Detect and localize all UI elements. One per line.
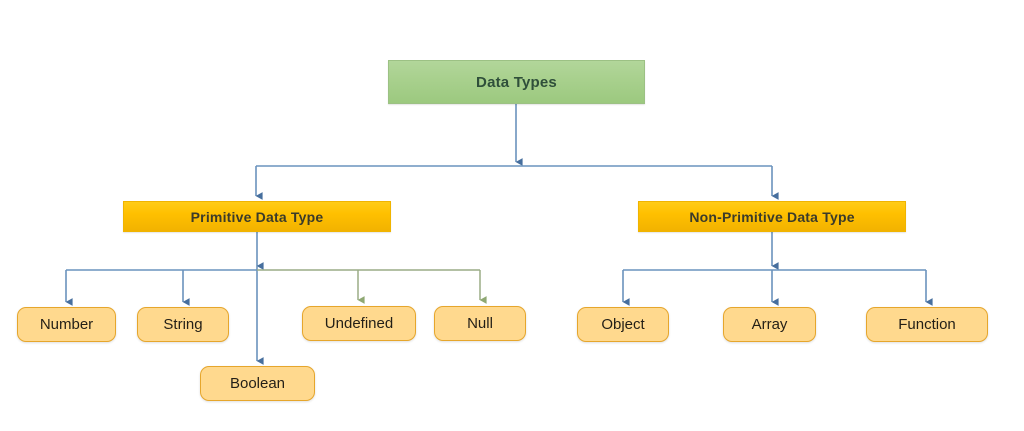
node-label: Object (601, 316, 645, 333)
node-label: Non-Primitive Data Type (689, 208, 855, 225)
node-label: Undefined (324, 315, 394, 332)
node-data-types[interactable]: Data Types (388, 60, 645, 104)
node-string[interactable]: String (137, 307, 229, 342)
node-label: Primitive Data Type (190, 208, 324, 225)
node-primitive-data-type[interactable]: Primitive Data Type (123, 201, 391, 232)
node-function[interactable]: Function (866, 307, 988, 342)
node-label: Boolean (229, 375, 286, 392)
node-non-primitive-data-type[interactable]: Non-Primitive Data Type (638, 201, 906, 232)
node-label: String (163, 316, 203, 333)
node-null[interactable]: Null (434, 306, 526, 341)
node-label: Function (898, 316, 956, 333)
node-boolean[interactable]: Boolean (200, 366, 315, 401)
node-number[interactable]: Number (17, 307, 116, 342)
node-label: Data Types (476, 73, 557, 91)
node-label: Number (39, 316, 94, 333)
node-object[interactable]: Object (577, 307, 669, 342)
node-undefined[interactable]: Undefined (302, 306, 416, 341)
node-array[interactable]: Array (723, 307, 816, 342)
node-label: Null (467, 315, 493, 332)
node-label: Array (751, 316, 788, 333)
